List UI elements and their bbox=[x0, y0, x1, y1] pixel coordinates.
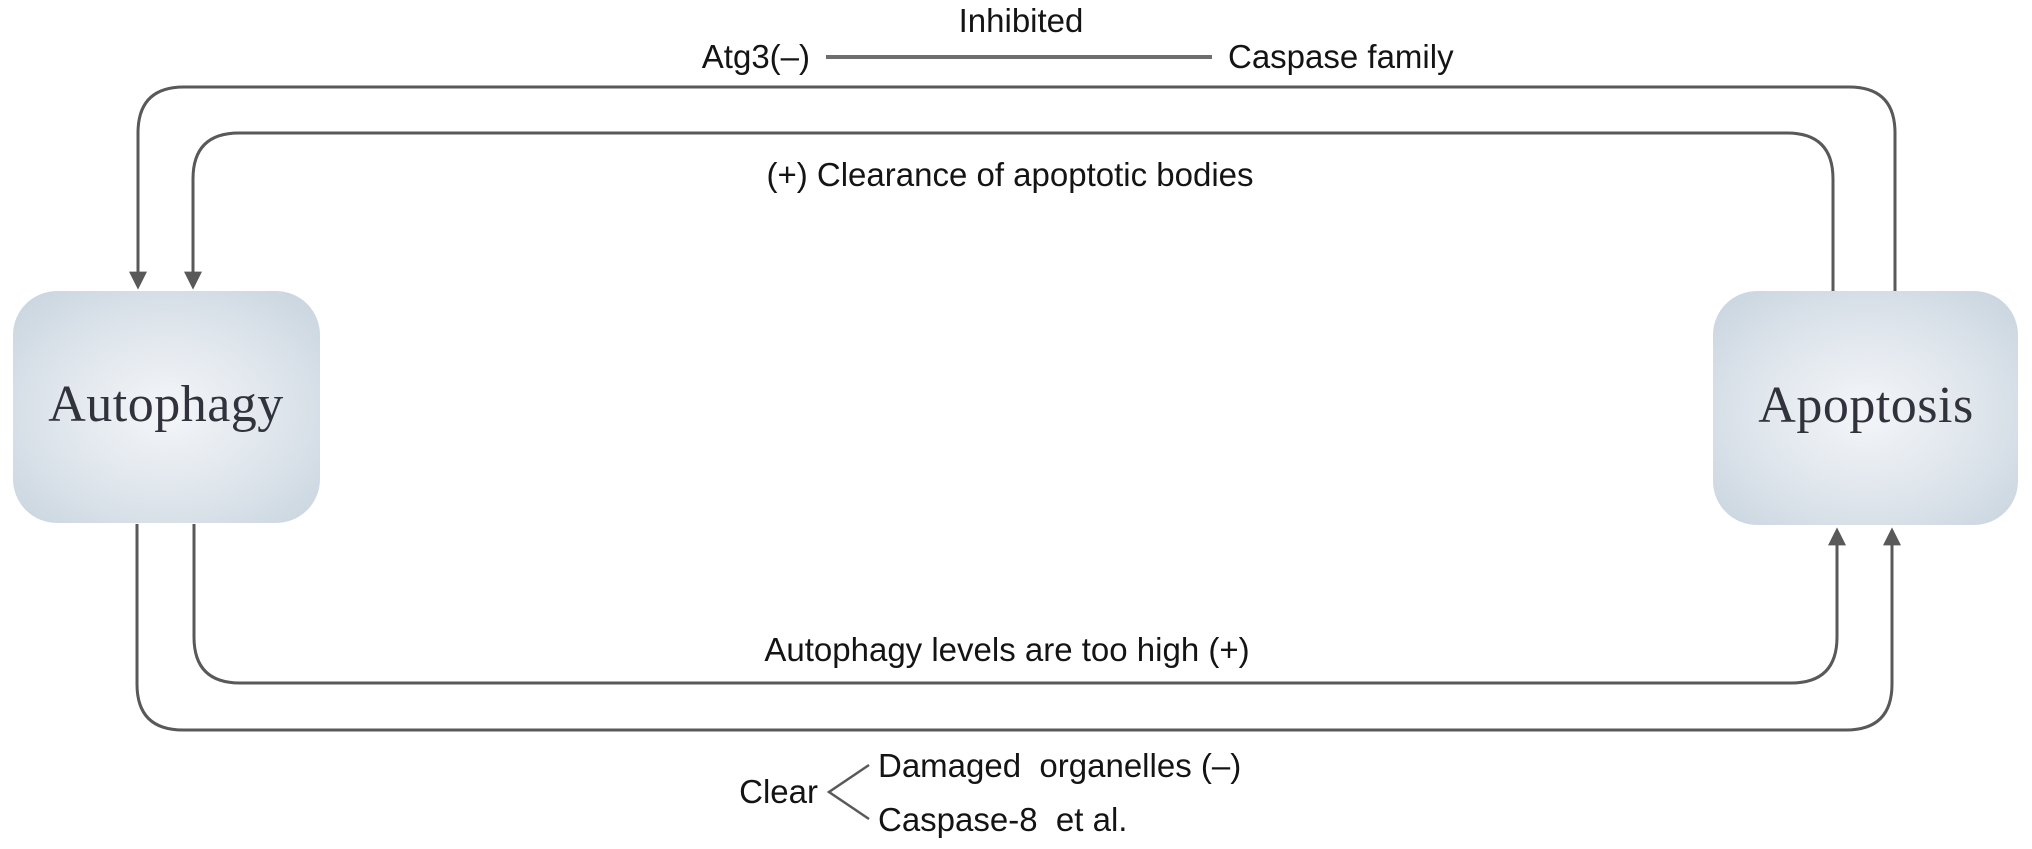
arrow-apoptosis-to-autophagy-inner bbox=[184, 131, 1835, 291]
arrow-autophagy-to-apoptosis-outer bbox=[135, 524, 1901, 732]
arrow-autophagy-to-apoptosis-inner bbox=[192, 524, 1846, 685]
clearance-label: (+) Clearance of apoptotic bodies bbox=[766, 156, 1253, 193]
apoptosis-box bbox=[1713, 291, 2018, 525]
inhibited-title: Inhibited bbox=[959, 2, 1084, 39]
clear-fork-brace bbox=[826, 763, 870, 821]
clear-label: Clear bbox=[739, 773, 818, 810]
arrow-apoptosis-to-autophagy-outer bbox=[129, 85, 1897, 291]
too-high-label: Autophagy levels are too high (+) bbox=[764, 631, 1249, 668]
flow-lines bbox=[129, 85, 1901, 732]
fork-lines bbox=[826, 763, 870, 821]
atg3-label: Atg3(–) bbox=[702, 38, 810, 75]
autophagy-box bbox=[13, 291, 320, 523]
node-apoptosis: Apoptosis bbox=[1713, 291, 2018, 525]
caspase8-label: Caspase-8 et al. bbox=[878, 801, 1127, 838]
apoptosis-label: Apoptosis bbox=[1758, 377, 1973, 434]
caspase-family-label: Caspase family bbox=[1228, 38, 1454, 75]
damaged-organelles-label: Damaged organelles (–) bbox=[878, 747, 1241, 784]
autophagy-label: Autophagy bbox=[48, 376, 284, 433]
node-autophagy: Autophagy bbox=[13, 291, 320, 523]
